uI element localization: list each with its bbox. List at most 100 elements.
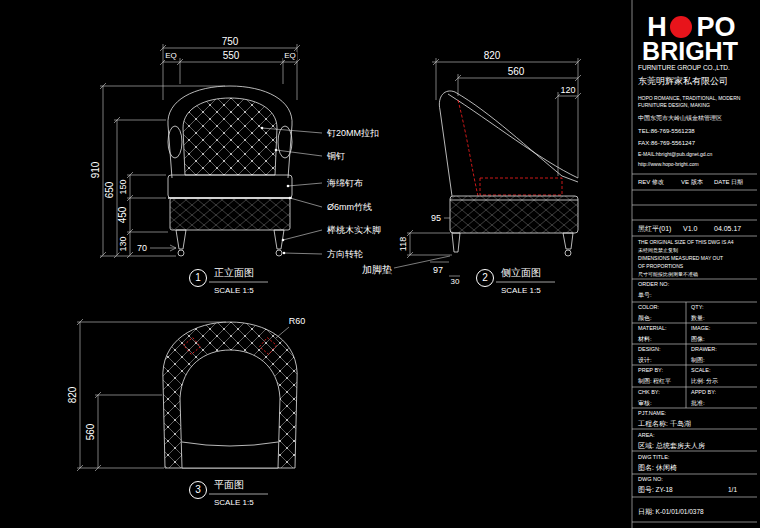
title-field: 工程名称: 千岛湖 <box>637 421 692 428</box>
revision-cell: 04.05.17 <box>713 225 742 232</box>
hidden-back-line <box>458 100 478 196</box>
dimension-text: 97 <box>432 266 444 275</box>
dimension-text: EQ <box>283 52 297 60</box>
dimension-text: 30 <box>450 278 461 286</box>
front-view <box>168 86 292 256</box>
title-field: SCALE: <box>690 368 712 374</box>
logo-brand: BRIGHT <box>641 39 739 64</box>
title-field: MATERIAL: <box>637 326 668 332</box>
callout-text: 钉20MM拉扣 <box>326 129 380 138</box>
seat-band <box>168 175 292 198</box>
title-field: 批准: <box>690 400 706 406</box>
title-field: CHK BY: <box>637 390 661 396</box>
callout-text: 榉桃木实木脚 <box>326 226 382 235</box>
arm-top <box>448 94 578 178</box>
view-number-circle: 2 <box>476 269 494 287</box>
view-scale: SCALE 1:5 <box>213 287 255 295</box>
plan-outline <box>163 322 297 468</box>
castor <box>178 250 184 256</box>
title-field: 比例: 分示 <box>690 378 719 384</box>
view-title-underlines <box>209 282 555 494</box>
cushion-line <box>182 442 278 446</box>
dimension-text: 910 <box>91 161 101 180</box>
dimension-text: 118 <box>399 236 408 252</box>
title-field: APPD BY: <box>690 390 717 396</box>
title-field: 单号: <box>637 292 653 298</box>
dimension-text: 560 <box>507 67 526 77</box>
dimension-text: 650 <box>105 181 115 200</box>
callout-text: 海绵钉布 <box>326 179 364 188</box>
title-field: 设计: <box>637 357 653 363</box>
company-name: FURNITURE GROUP CO.,LTD. <box>637 65 731 72</box>
title-field: IMAGE: <box>690 326 711 332</box>
company-slogan: HOPO ROMANCE, TRADITIONAL, MODERN <box>637 96 741 101</box>
arm-roll <box>278 126 292 158</box>
title-field: 1/1 <box>727 487 738 494</box>
title-field: 图号: ZY-18 <box>637 487 674 494</box>
dimension-text: EQ <box>164 52 178 60</box>
revision-cell: V1.0 <box>682 225 698 232</box>
plan-dimensions <box>77 319 289 471</box>
side-view <box>439 91 578 256</box>
castor <box>276 250 282 256</box>
revision-header: DATE 日期 <box>713 179 744 185</box>
company-email: E-MAIL:hbright@pub.dgnet.gd.cn <box>637 152 713 157</box>
dimension-text: 750 <box>221 37 240 47</box>
title-field: PREP BY: <box>637 368 664 374</box>
revision-cell: 黑红平(01) <box>637 225 672 232</box>
title-field: 颜色: <box>637 315 653 321</box>
view-number-circle: 3 <box>189 481 207 499</box>
title-block-frame <box>632 0 757 528</box>
title-field: DESIGN: <box>637 347 662 353</box>
company-web: http://www.hopo-bright.com <box>637 162 700 167</box>
dimension-text: R60 <box>288 317 307 326</box>
title-field: 材料: <box>637 336 653 342</box>
view-number: 1 <box>195 273 201 283</box>
view-scale: SCALE 1:5 <box>500 287 542 295</box>
callout-text: 铜钉 <box>326 152 346 161</box>
plan-view <box>163 322 297 468</box>
callout-text: 加脚垫 <box>361 265 393 275</box>
drawing-note: OF PROPORTIONS <box>637 264 684 269</box>
drawing-note: DIMENSIONS MEASURED MAY OUT <box>637 256 724 261</box>
revision-header: REV 修改 <box>637 179 665 185</box>
title-field: QTY: <box>690 305 705 311</box>
dimension-text: 820 <box>68 386 78 405</box>
hidden-detail <box>184 338 201 355</box>
title-field: DWG NO: <box>637 477 664 483</box>
back-outline <box>168 86 292 178</box>
title-field: AREA: <box>637 433 656 439</box>
castor <box>565 250 571 256</box>
logo-letter: H <box>646 14 668 41</box>
title-field: 图名: 休闲椅 <box>637 465 678 472</box>
title-field: 日期: K-01/01/01/0378 <box>637 509 705 516</box>
title-field: 制图: 程红平 <box>637 378 672 384</box>
logo-letter: PO <box>695 14 736 41</box>
title-field: DRAWER: <box>690 347 718 353</box>
dimension-text: 130 <box>119 235 128 252</box>
dimension-text: 560 <box>86 423 96 442</box>
dimension-text: 820 <box>483 51 502 61</box>
company-address: 中国东莞市大岭山镇金桔管理区 <box>637 115 723 121</box>
dimension-text: 450 <box>118 206 128 225</box>
title-field: 图像: <box>690 336 706 342</box>
dimension-text: 150 <box>119 178 128 195</box>
view-number: 3 <box>195 485 201 495</box>
tufted-back <box>183 98 277 175</box>
company-name: 东莞明辉家私有限公司 <box>637 77 729 86</box>
title-field: 制图: <box>690 357 706 363</box>
dimension-text: 120 <box>559 86 576 95</box>
callout-leaders <box>261 127 322 255</box>
title-field: DWG TITLE: <box>637 455 670 461</box>
leg <box>176 230 186 249</box>
side-dimensions <box>394 58 581 276</box>
front-dimensions <box>100 44 300 258</box>
arm-roll <box>168 126 182 158</box>
title-field: 数量: <box>690 315 706 321</box>
piping <box>168 197 292 198</box>
company-phone: TEL:86-769-5561238 <box>637 128 696 134</box>
title-field: ORDER NO: <box>637 282 670 288</box>
front-leg <box>563 233 573 249</box>
company-fax: FAX:86-769-5561247 <box>637 140 696 146</box>
seat-plan <box>180 350 280 468</box>
